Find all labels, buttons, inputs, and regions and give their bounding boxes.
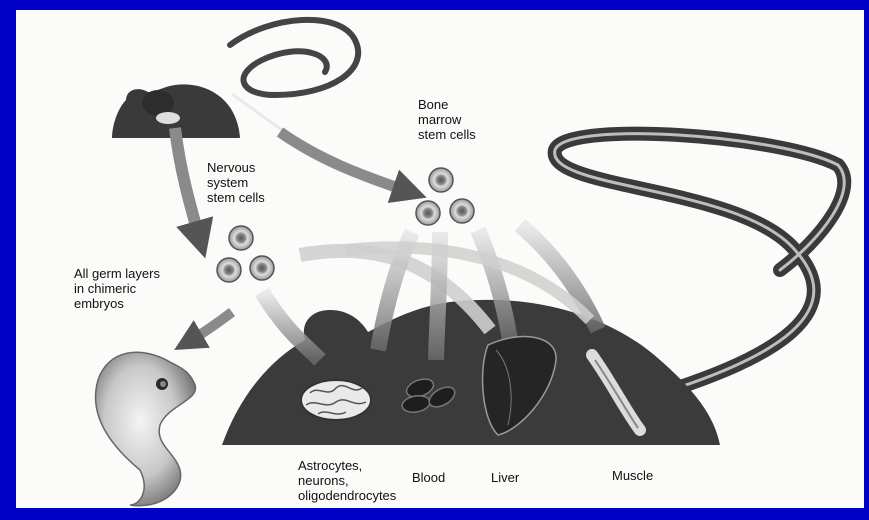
liver-label: Liver: [491, 470, 519, 485]
donor-mouse-tail: [230, 20, 358, 95]
blood-label: Blood: [412, 470, 445, 485]
recipient-mouse-body: [222, 300, 720, 445]
brain-icon: [301, 380, 371, 420]
marrow-cell: [429, 168, 453, 192]
germ-layers-label: All germ layers in chimeric embryos: [74, 266, 160, 311]
neural-stem-cells: [217, 226, 274, 282]
bone-marrow-label: Bone marrow stem cells: [418, 97, 476, 142]
astrocytes-label: Astrocytes, neurons, oligodendrocytes: [298, 458, 396, 503]
femur-highlight: [232, 94, 290, 136]
arrow-to-neural-stem-cells: [175, 128, 200, 240]
muscle-label: Muscle: [612, 468, 653, 483]
neural-cell: [217, 258, 241, 282]
marrow-cell: [416, 201, 440, 225]
neural-cell: [229, 226, 253, 250]
marrow-cell: [450, 199, 474, 223]
chimeric-embryo-icon: [96, 352, 196, 505]
bone-marrow-stem-cells: [416, 168, 474, 225]
arrow-to-bone-marrow-cells: [280, 132, 410, 192]
donor-mouse: [112, 20, 358, 138]
arrow-to-embryo: [188, 312, 232, 342]
neural-cell: [250, 256, 274, 280]
brain-extraction-spot: [156, 112, 180, 124]
nervous-system-label: Nervous system stem cells: [207, 160, 265, 205]
